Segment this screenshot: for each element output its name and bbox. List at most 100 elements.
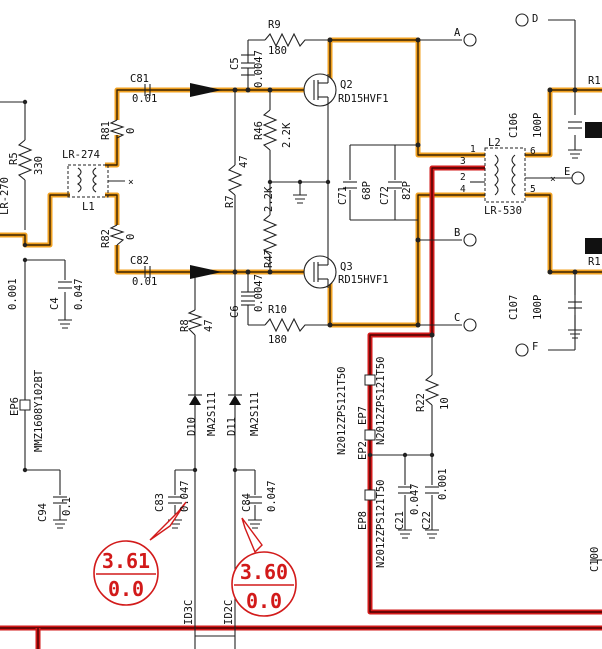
label-c81: C81 — [130, 73, 149, 85]
label-lr270: LR-270 — [0, 177, 11, 215]
label-r10: R10 — [268, 304, 287, 316]
label-ep7: EP7 — [357, 406, 369, 425]
terminal-c — [463, 318, 477, 332]
value-r46: 2.2K — [281, 122, 293, 148]
label-l1: L1 — [82, 201, 95, 213]
terminal-b — [463, 233, 477, 247]
capacitor-c106 — [568, 121, 582, 129]
label-lr274: LR-274 — [62, 149, 100, 161]
capacitor-c82 — [144, 266, 151, 278]
terminal-e — [571, 171, 585, 185]
transistor-q2 — [303, 73, 337, 110]
label-c100: C100 — [589, 547, 601, 572]
capacitor-c71 — [343, 181, 357, 189]
label-c6: C6 — [229, 305, 241, 318]
value-ep8: N2012ZPS121T50 — [375, 479, 387, 568]
pin-3: 3 — [460, 156, 466, 167]
value-c71: 68P — [361, 181, 373, 200]
label-c4: C4 — [49, 297, 61, 310]
value-r81: 0 — [125, 128, 137, 134]
diode-d11 — [228, 394, 242, 405]
terminal-f-label: F — [532, 341, 538, 353]
value-c81: 0.01 — [132, 93, 157, 105]
terminal-c-label: C — [454, 312, 460, 324]
label-c22: C22 — [421, 511, 433, 530]
value-c6: 0.0047 — [253, 274, 265, 312]
marker-2-top: 3.60 — [240, 560, 288, 584]
label-c82: C82 — [130, 255, 149, 267]
label-d11: D11 — [226, 417, 238, 436]
capacitor-c5 — [241, 54, 255, 76]
marker-1-top: 3.61 — [102, 549, 150, 573]
label-ep2: EP2 — [357, 441, 369, 460]
ferrite-ep8 — [364, 489, 376, 501]
voltage-marker-2: 3.60 0.0 — [231, 517, 297, 617]
value-d11: MA2S111 — [249, 392, 261, 436]
label-r8: R8 — [179, 319, 191, 332]
label-r7: R7 — [224, 195, 236, 208]
label-q3: Q3 — [340, 261, 353, 273]
terminal-a — [463, 33, 477, 47]
value-q3: RD15HVF1 — [338, 274, 389, 286]
svg-text:×: × — [550, 174, 556, 185]
label-r1-lower: R1 — [588, 256, 601, 268]
value-ep2: N2012ZPS121T50 — [375, 356, 387, 445]
label-c71: C71 — [337, 186, 349, 205]
signal-arrow-right-upper — [585, 122, 602, 138]
capacitor-c4 — [58, 281, 72, 289]
value-d10: MA2S111 — [206, 392, 218, 436]
label-r81: R81 — [100, 121, 112, 140]
pin-1: 1 — [470, 144, 476, 155]
svg-text:×: × — [128, 177, 134, 188]
terminal-a-label: A — [454, 27, 461, 39]
value-c94: 0.1 — [61, 497, 73, 516]
capacitor-c84 — [248, 496, 262, 504]
signal-arrow-right-lower — [585, 238, 602, 254]
pin-5: 5 — [530, 184, 536, 195]
supply-paths — [0, 165, 602, 649]
capacitors — [53, 54, 582, 504]
label-q2: Q2 — [340, 79, 353, 91]
label-l2: L2 — [488, 137, 501, 149]
net-id3c: ID3C — [183, 600, 195, 625]
diode-d10 — [188, 394, 202, 405]
value-r9: 180 — [268, 45, 287, 57]
value-ep6: MMZ1608Y102BT — [33, 369, 45, 452]
wiring — [0, 19, 602, 649]
label-c106: C106 — [508, 113, 520, 138]
value-c5: 0.0047 — [253, 50, 265, 88]
value-c4: 0.047 — [73, 278, 85, 310]
transformer-l1 — [67, 164, 125, 198]
value-c22: 0.001 — [437, 468, 449, 500]
marker-1-bottom: 0.0 — [108, 577, 144, 601]
label-c84: C84 — [241, 493, 253, 512]
value-c107: 100P — [532, 295, 544, 320]
ground-symbols — [53, 149, 582, 539]
pin-6: 6 — [530, 146, 536, 157]
value-c84: 0.047 — [266, 480, 278, 512]
label-ep8: EP8 — [357, 511, 369, 530]
capacitor-c83 — [168, 496, 182, 504]
value-c82: 0.01 — [132, 276, 157, 288]
pin-4: 4 — [460, 184, 466, 195]
label-c21: C21 — [394, 511, 406, 530]
resistor-r8 — [187, 309, 203, 336]
value-r10: 180 — [268, 334, 287, 346]
value-c83: 0.047 — [179, 480, 191, 512]
label-c83: C83 — [154, 493, 166, 512]
resistors — [17, 32, 440, 406]
marker-2-bottom: 0.0 — [246, 589, 282, 613]
ferrite-ep6 — [19, 399, 31, 411]
label-c107: C107 — [508, 295, 520, 320]
resistor-r22 — [424, 374, 440, 406]
value-r8: 47 — [203, 319, 215, 332]
label-lr530: LR-530 — [484, 205, 522, 217]
capacitor-c22 — [425, 486, 439, 494]
terminal-e-label: E — [564, 166, 570, 178]
terminal-d — [515, 13, 529, 27]
ferrite-ep7 — [364, 374, 376, 386]
label-r22: R22 — [415, 393, 427, 412]
terminals — [463, 13, 585, 357]
label-r9: R9 — [268, 19, 281, 31]
